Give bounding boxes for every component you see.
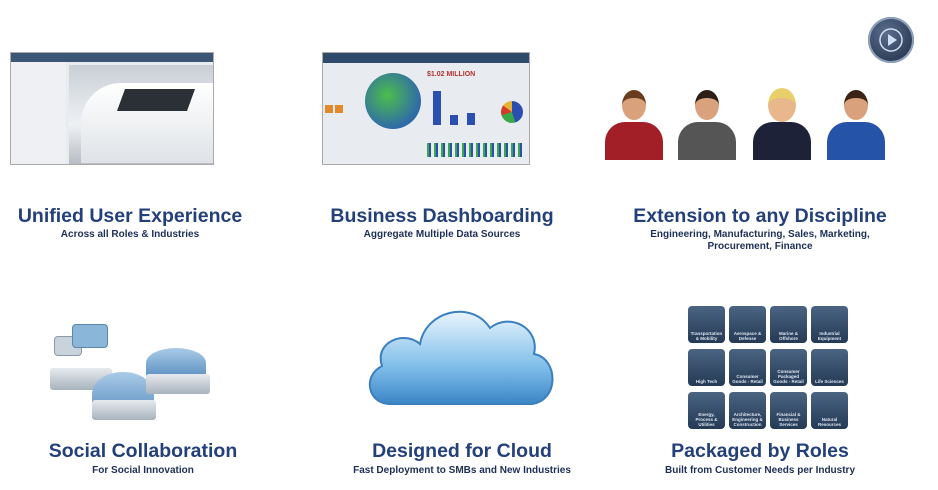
industry-tile: Consumer Goods - Retail <box>729 349 766 386</box>
feature-title-social: Social Collaboration <box>48 440 238 462</box>
unified-ux-screenshot <box>10 52 214 165</box>
feature-subtitle-social: For Social Innovation <box>92 465 194 476</box>
industry-tile: High Tech <box>688 349 725 386</box>
feature-title-roles: Packaged by Roles <box>671 440 849 462</box>
social-collaboration-icon <box>50 318 212 422</box>
feature-title-cloud: Designed for Cloud <box>372 440 552 462</box>
industry-tile: Financial & Business Services <box>770 392 807 429</box>
industry-tile: Architecture, Engineering & Construction <box>729 392 766 429</box>
business-dashboard-screenshot: $1.02 MILLION <box>322 52 530 165</box>
industry-tile: Industrial Equipment <box>811 306 848 343</box>
feature-subtitle-dashboarding: Aggregate Multiple Data Sources <box>363 229 521 240</box>
people-illustration <box>605 88 887 160</box>
industry-tile: Consumer Packaged Goods - Retail <box>770 349 807 386</box>
cloud-icon <box>368 310 554 405</box>
feature-title-unified-ux: Unified User Experience <box>17 205 243 227</box>
feature-subtitle-unified-ux: Across all Roles & Industries <box>60 229 200 240</box>
industry-tile: Natural Resources <box>811 392 848 429</box>
feature-subtitle-roles: Built from Customer Needs per Industry <box>664 465 856 476</box>
industry-tile: Life Sciences <box>811 349 848 386</box>
industry-tile: Marine & Offshore <box>770 306 807 343</box>
industry-tile: Energy, Process & Utilities <box>688 392 725 429</box>
feature-subtitle-extension: Engineering, Manufacturing, Sales, Marke… <box>650 229 870 252</box>
feature-subtitle-cloud: Fast Deployment to SMBs and New Industri… <box>353 465 571 476</box>
feature-title-dashboarding: Business Dashboarding <box>330 205 554 227</box>
industry-tile: Aerospace & Defense <box>729 306 766 343</box>
kpi-value: $1.02 MILLION <box>427 71 476 78</box>
industry-tile: Transportation & Mobility <box>688 306 725 343</box>
feature-title-extension: Extension to any Discipline <box>633 205 887 227</box>
compass-play-icon[interactable] <box>868 17 914 63</box>
